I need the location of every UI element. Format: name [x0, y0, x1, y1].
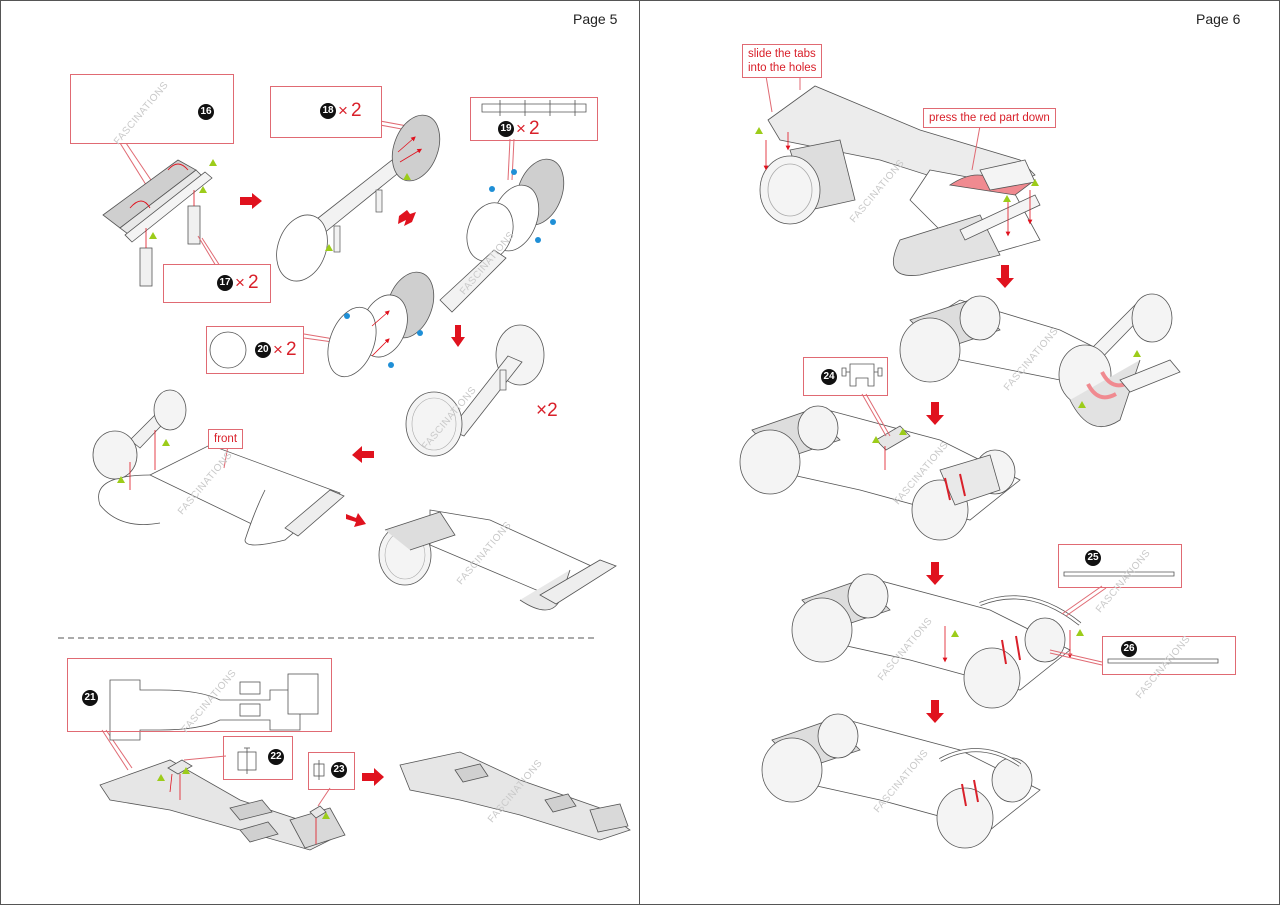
note-slide-tabs: slide the tabs into the holes	[742, 44, 823, 78]
assembly-quantity-label: ×2	[536, 400, 558, 421]
watermark: FASCINATIONS	[455, 519, 514, 588]
watermark: FASCINATIONS	[420, 384, 479, 453]
watermark: FASCINATIONS	[876, 615, 935, 684]
part-badge: 16	[198, 104, 214, 120]
part-badge: 20	[255, 342, 271, 358]
part-badge: 23	[331, 762, 347, 778]
watermark: FASCINATIONS	[848, 157, 907, 226]
callout-part-23: 23	[308, 752, 355, 790]
part-badge: 25	[1085, 550, 1101, 566]
section-divider	[58, 637, 594, 639]
page-divider	[639, 0, 640, 905]
part-badge: 22	[268, 749, 284, 765]
page-5: Page 5	[58, 11, 631, 851]
callout-part-24: 24	[803, 357, 888, 396]
page-6: Page 6	[640, 0, 1280, 905]
front-label: front	[208, 429, 244, 449]
page-number: Page 5	[573, 11, 618, 27]
callout-part-21: 21	[67, 658, 332, 732]
part-badge: 19	[498, 121, 514, 137]
watermark: FASCINATIONS	[458, 229, 517, 298]
watermark: FASCINATIONS	[1002, 325, 1061, 394]
part-badge: 26	[1121, 641, 1137, 657]
quantity-label: ×2	[516, 118, 540, 139]
callout-part-19: 19 ×2	[470, 97, 598, 141]
part-badge: 21	[82, 690, 98, 706]
callout-part-26: 26	[1102, 636, 1236, 675]
part-badge: 18	[320, 103, 336, 119]
watermark: FASCINATIONS	[892, 439, 951, 508]
callout-part-17: 17 ×2	[163, 264, 271, 303]
rolled-base-illustration	[378, 509, 617, 611]
callout-part-20: 20 ×2	[206, 326, 304, 374]
step-23-part	[309, 787, 331, 844]
quantity-label: ×2	[235, 272, 259, 293]
note-press-red: press the red part down	[923, 108, 1056, 128]
callout-part-25: 25	[1058, 544, 1182, 588]
quantity-label: ×2	[338, 100, 362, 121]
quantity-label: ×2	[273, 339, 297, 360]
watermark: FASCINATIONS	[176, 449, 235, 518]
part-badge: 17	[217, 275, 233, 291]
watermark: FASCINATIONS	[872, 747, 931, 816]
step-24-illustration	[739, 405, 1021, 541]
step-rear-axle-illustration	[899, 293, 1181, 428]
callout-part-22: 22	[223, 736, 293, 780]
step-22-part	[157, 755, 227, 800]
part-badge: 24	[821, 369, 837, 385]
page-6-illustrations	[739, 75, 1219, 849]
step-25-26-illustration	[791, 573, 1082, 709]
watermark: FASCINATIONS	[486, 757, 545, 826]
callout-part-18: 18 ×2	[270, 86, 382, 138]
page-number: Page 6	[1196, 11, 1241, 27]
step-arrows-right	[926, 265, 1014, 723]
callout-part-16: 16	[70, 74, 234, 144]
